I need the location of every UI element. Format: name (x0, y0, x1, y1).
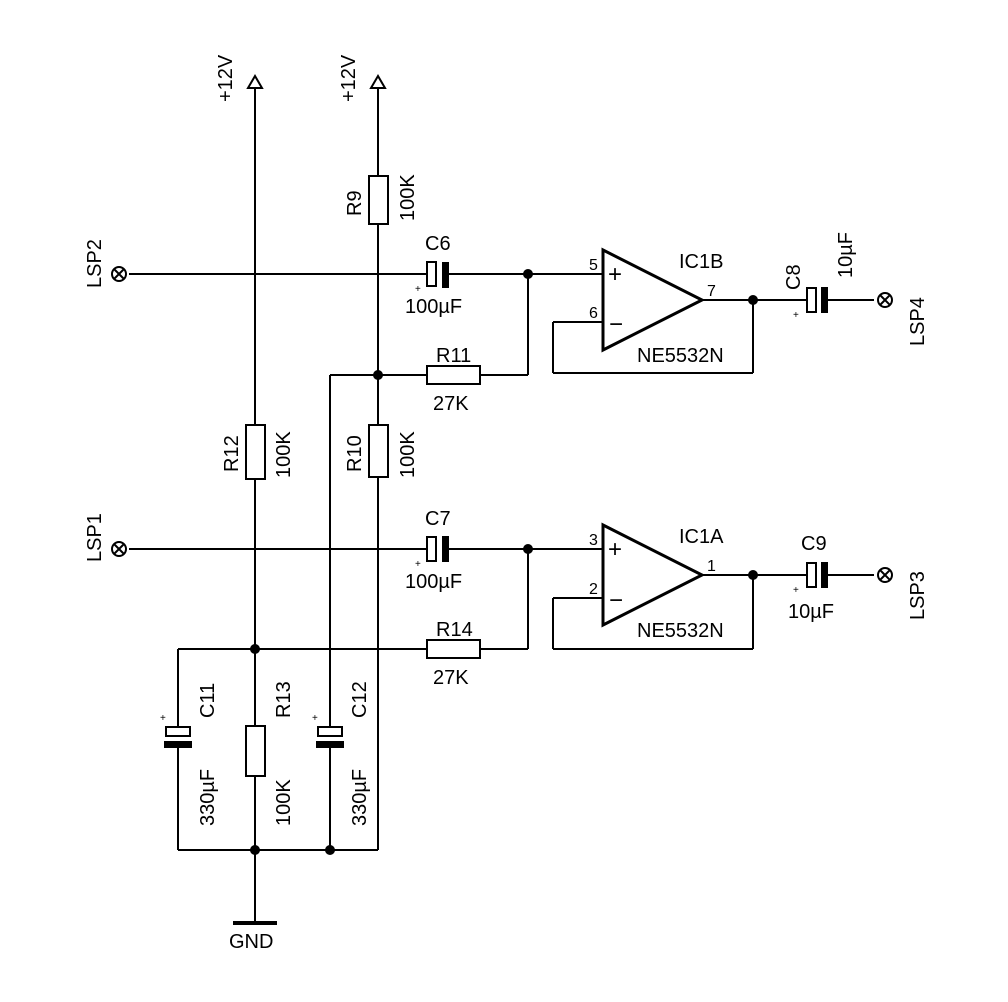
junction-dot (373, 370, 383, 380)
supply-right: +12V (338, 54, 387, 102)
opamp-ic1b-pin-minus: 6 (589, 305, 598, 322)
opamp-ic1b-name: IC1B (679, 251, 723, 273)
capacitor-c9: C9 + 10µF (788, 533, 834, 623)
junction-dot (523, 269, 533, 279)
opamp-ic1a-pin-plus: 3 (589, 532, 598, 549)
capacitor-c8-name: C8 (783, 264, 805, 290)
junction-dots (250, 269, 758, 855)
junction-dot (250, 845, 260, 855)
resistor-r9-value: 100K (397, 174, 419, 221)
opamp-ic1a-pin-out: 1 (707, 558, 716, 575)
opamp-ic1b-part: NE5532N (637, 345, 724, 367)
capacitor-c6-value: 100µF (405, 296, 462, 318)
capacitor-c9-name: C9 (801, 533, 827, 555)
resistor-r14: R14 27K (426, 619, 481, 689)
capacitor-c6-name: C6 (425, 233, 451, 255)
resistor-r12: R12 100K (221, 424, 295, 480)
capacitor-c12: + C12 330µF (312, 681, 371, 826)
opamp-ic1b: + − 5 6 7 IC1B NE5532N (589, 247, 724, 367)
wires (129, 88, 874, 922)
resistor-r10-name: R10 (344, 435, 366, 472)
capacitor-c7-name: C7 (425, 508, 451, 530)
opamp-triangle-icon (601, 522, 706, 628)
resistor-r12-value: 100K (273, 431, 295, 478)
connector-lsp3: LSP3 (877, 567, 929, 620)
opamp-ic1a-plus: + (608, 536, 622, 563)
capacitor-c12-polarity: + (312, 713, 318, 724)
resistor-r13-name: R13 (273, 681, 295, 718)
resistor-r11: R11 27K (426, 345, 481, 415)
capacitor-c6-polarity: + (415, 284, 421, 295)
connector-lsp4-label: LSP4 (907, 297, 929, 346)
opamp-triangle-icon (601, 247, 706, 353)
resistor-r11-value: 27K (433, 393, 469, 415)
capacitor-c12-name: C12 (349, 681, 371, 718)
ground-label: GND (229, 931, 273, 953)
opamp-ic1a-part: NE5532N (637, 620, 724, 642)
capacitor-c9-value: 10µF (788, 601, 834, 623)
opamp-ic1b-pin-plus: 5 (589, 257, 598, 274)
capacitor-c7: C7 + 100µF (405, 508, 462, 593)
resistor-r10: R10 100K (344, 424, 419, 478)
vcc-arrow-icon (369, 74, 387, 89)
connector-lsp2-label: LSP2 (84, 239, 106, 288)
connector-lsp2: LSP2 (84, 239, 127, 288)
junction-dot (748, 295, 758, 305)
resistor-r11-name: R11 (436, 345, 471, 367)
supply-right-label: +12V (338, 54, 360, 102)
capacitor-c6: C6 + 100µF (405, 233, 462, 318)
supply-left-label: +12V (215, 54, 237, 102)
opamp-ic1a-pin-minus: 2 (589, 581, 598, 598)
opamp-ic1b-minus: − (609, 311, 623, 338)
resistor-r12-name: R12 (221, 435, 243, 472)
opamp-ic1b-plus: + (608, 261, 622, 288)
resistor-r10-value: 100K (397, 431, 419, 478)
capacitor-c11-polarity: + (160, 713, 166, 724)
junction-dot (250, 644, 260, 654)
opamp-ic1a-name: IC1A (679, 526, 724, 548)
capacitor-c8-value: 10µF (835, 232, 857, 278)
ground-symbol: GND (229, 921, 277, 953)
capacitor-c8-polarity: + (793, 310, 799, 321)
opamp-ic1b-pin-out: 7 (707, 283, 716, 300)
resistor-r14-value: 27K (433, 667, 469, 689)
capacitor-c7-polarity: + (415, 559, 421, 570)
capacitor-c11: + C11 330µF (160, 683, 219, 826)
connector-lsp1: LSP1 (84, 513, 127, 562)
junction-dot (325, 845, 335, 855)
supply-left: +12V (215, 54, 264, 102)
capacitor-c11-name: C11 (197, 683, 219, 718)
capacitor-c7-value: 100µF (405, 571, 462, 593)
connector-lsp4: LSP4 (877, 292, 929, 346)
resistor-r9: R9 100K (344, 174, 419, 225)
resistor-r9-name: R9 (344, 190, 366, 216)
connector-lsp3-label: LSP3 (907, 571, 929, 620)
opamp-ic1a-minus: − (609, 587, 623, 614)
junction-dot (523, 544, 533, 554)
resistor-r13: R13 100K (245, 681, 295, 826)
capacitor-c9-polarity: + (793, 585, 799, 596)
capacitor-c11-value: 330µF (197, 769, 219, 826)
junction-dot (748, 570, 758, 580)
capacitor-c8: C8 + 10µF (783, 232, 857, 321)
vcc-arrow-icon (246, 74, 264, 89)
capacitor-c12-value: 330µF (349, 769, 371, 826)
resistor-r14-name: R14 (436, 619, 473, 641)
resistor-r13-value: 100K (273, 779, 295, 826)
connector-lsp1-label: LSP1 (84, 513, 106, 562)
opamp-ic1a: + − 3 2 1 IC1A NE5532N (589, 522, 724, 642)
